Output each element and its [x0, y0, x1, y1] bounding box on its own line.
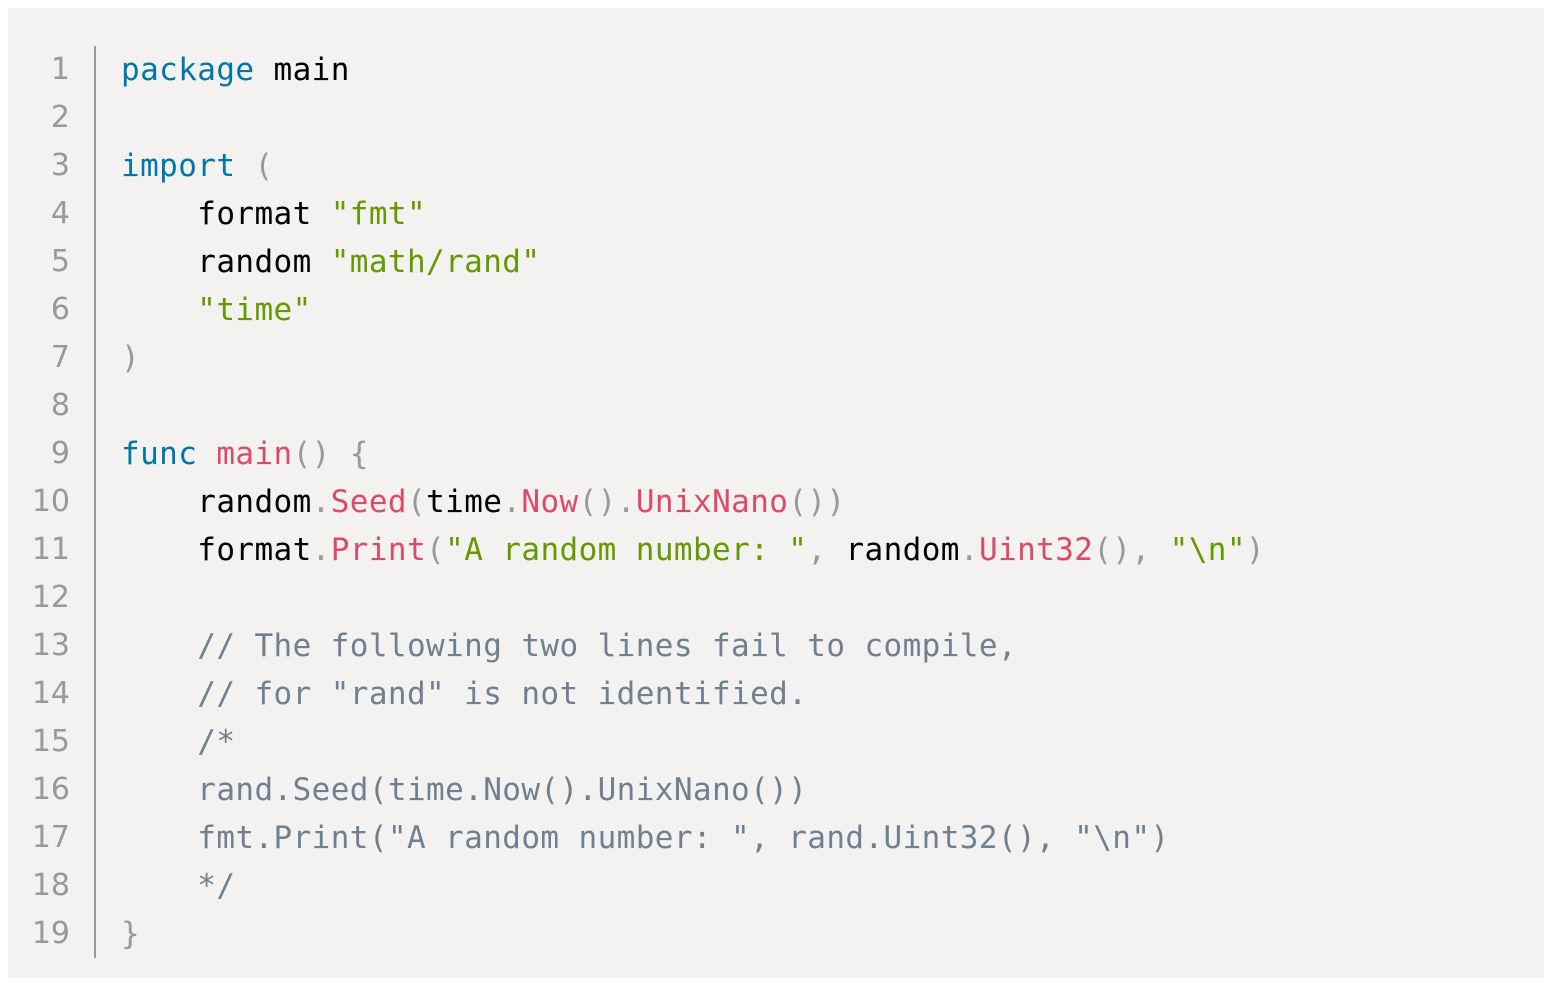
- token-plain: random: [826, 532, 960, 568]
- code-line: import (: [121, 142, 1265, 190]
- line-number: 13: [31, 628, 70, 663]
- code-line: format.Print("A random number: ", random…: [121, 526, 1265, 574]
- code-line: rand.Seed(time.Now().UnixNano()): [121, 766, 1265, 814]
- token-plain: random: [121, 484, 312, 520]
- token-string: "time": [197, 292, 312, 328]
- token-function: UnixNano: [635, 484, 789, 520]
- code-line: [121, 382, 1265, 430]
- token-punctuation: (: [406, 484, 427, 520]
- token-keyword: package: [121, 52, 255, 88]
- token-keyword: import: [121, 148, 236, 184]
- token-punctuation: ,: [807, 532, 827, 568]
- line-number: 18: [31, 868, 70, 903]
- token-plain: format: [121, 532, 312, 568]
- token-comment: */: [121, 868, 236, 904]
- token-comment: // for "rand" is not identified.: [197, 676, 808, 712]
- token-comment: // The following two lines fail to compi…: [197, 628, 1017, 664]
- token-plain: random: [121, 244, 331, 280]
- line-number: 19: [31, 916, 70, 951]
- token-plain: [331, 436, 350, 472]
- token-punctuation: ): [121, 340, 141, 376]
- code-line: // The following two lines fail to compi…: [121, 622, 1265, 670]
- code-line: /*: [121, 718, 1265, 766]
- token-punctuation: ()): [788, 484, 846, 520]
- code-line: fmt.Print("A random number: ", rand.Uint…: [121, 814, 1265, 862]
- token-plain: [235, 148, 254, 184]
- line-number: 2: [50, 100, 70, 135]
- line-number: 3: [50, 148, 70, 183]
- line-number: 11: [31, 532, 70, 567]
- token-punctuation: .: [959, 532, 979, 568]
- code-line: ): [121, 334, 1265, 382]
- line-number: 7: [50, 340, 70, 375]
- token-function: Uint32: [978, 532, 1094, 568]
- code-line: // for "rand" is not identified.: [121, 670, 1265, 718]
- token-string: "math/rand": [330, 244, 541, 280]
- token-comment: /*: [197, 724, 236, 760]
- line-number: 17: [31, 820, 70, 855]
- token-function: Print: [330, 532, 427, 568]
- token-punctuation: .: [311, 484, 331, 520]
- token-plain: [197, 436, 216, 472]
- line-number: 6: [50, 292, 70, 327]
- token-plain: format: [121, 196, 331, 232]
- code-line: }: [121, 910, 1265, 958]
- line-number: 1: [50, 52, 70, 87]
- token-string: "\n": [1169, 532, 1246, 568]
- token-plain: time: [426, 484, 503, 520]
- code-line: func main() {: [121, 430, 1265, 478]
- code-line: [121, 94, 1265, 142]
- token-punctuation: {: [349, 436, 369, 472]
- line-number: 10: [31, 484, 70, 519]
- token-string: "fmt": [330, 196, 427, 232]
- token-punctuation: (),: [1093, 532, 1151, 568]
- token-keyword: func: [121, 436, 198, 472]
- token-punctuation: (): [292, 436, 331, 472]
- line-number: 14: [31, 676, 70, 711]
- code-line: package main: [121, 46, 1265, 94]
- token-punctuation: (: [254, 148, 274, 184]
- code-content[interactable]: package main import ( format "fmt" random…: [121, 46, 1265, 958]
- token-punctuation: .: [502, 484, 522, 520]
- line-number: 15: [31, 724, 70, 759]
- token-punctuation: (: [426, 532, 446, 568]
- token-punctuation: ().: [578, 484, 636, 520]
- token-punctuation: .: [311, 532, 331, 568]
- token-plain: [121, 724, 197, 760]
- line-number: 4: [50, 196, 70, 231]
- line-number: 16: [31, 772, 70, 807]
- code-line: random "math/rand": [121, 238, 1265, 286]
- line-number: 8: [50, 388, 70, 423]
- token-punctuation: ): [1245, 532, 1265, 568]
- code-line: */: [121, 862, 1265, 910]
- line-number: 9: [50, 436, 70, 471]
- line-number: 5: [50, 244, 70, 279]
- token-plain: [121, 292, 197, 328]
- token-function: main: [216, 436, 293, 472]
- line-number: 12: [31, 580, 70, 615]
- token-plain: [121, 628, 197, 664]
- code-line: random.Seed(time.Now().UnixNano()): [121, 478, 1265, 526]
- token-function: Now: [521, 484, 579, 520]
- token-punctuation: }: [121, 916, 141, 952]
- token-string: "A random number: ": [445, 532, 808, 568]
- code-line: "time": [121, 286, 1265, 334]
- token-comment: rand.Seed(time.Now().UnixNano()): [121, 772, 808, 808]
- code-line: format "fmt": [121, 190, 1265, 238]
- token-comment: fmt.Print("A random number: ", rand.Uint…: [121, 820, 1170, 856]
- code-line: [121, 574, 1265, 622]
- token-function: Seed: [330, 484, 407, 520]
- token-plain: [121, 676, 197, 712]
- token-plain: [1151, 532, 1170, 568]
- token-plain: main: [254, 52, 350, 88]
